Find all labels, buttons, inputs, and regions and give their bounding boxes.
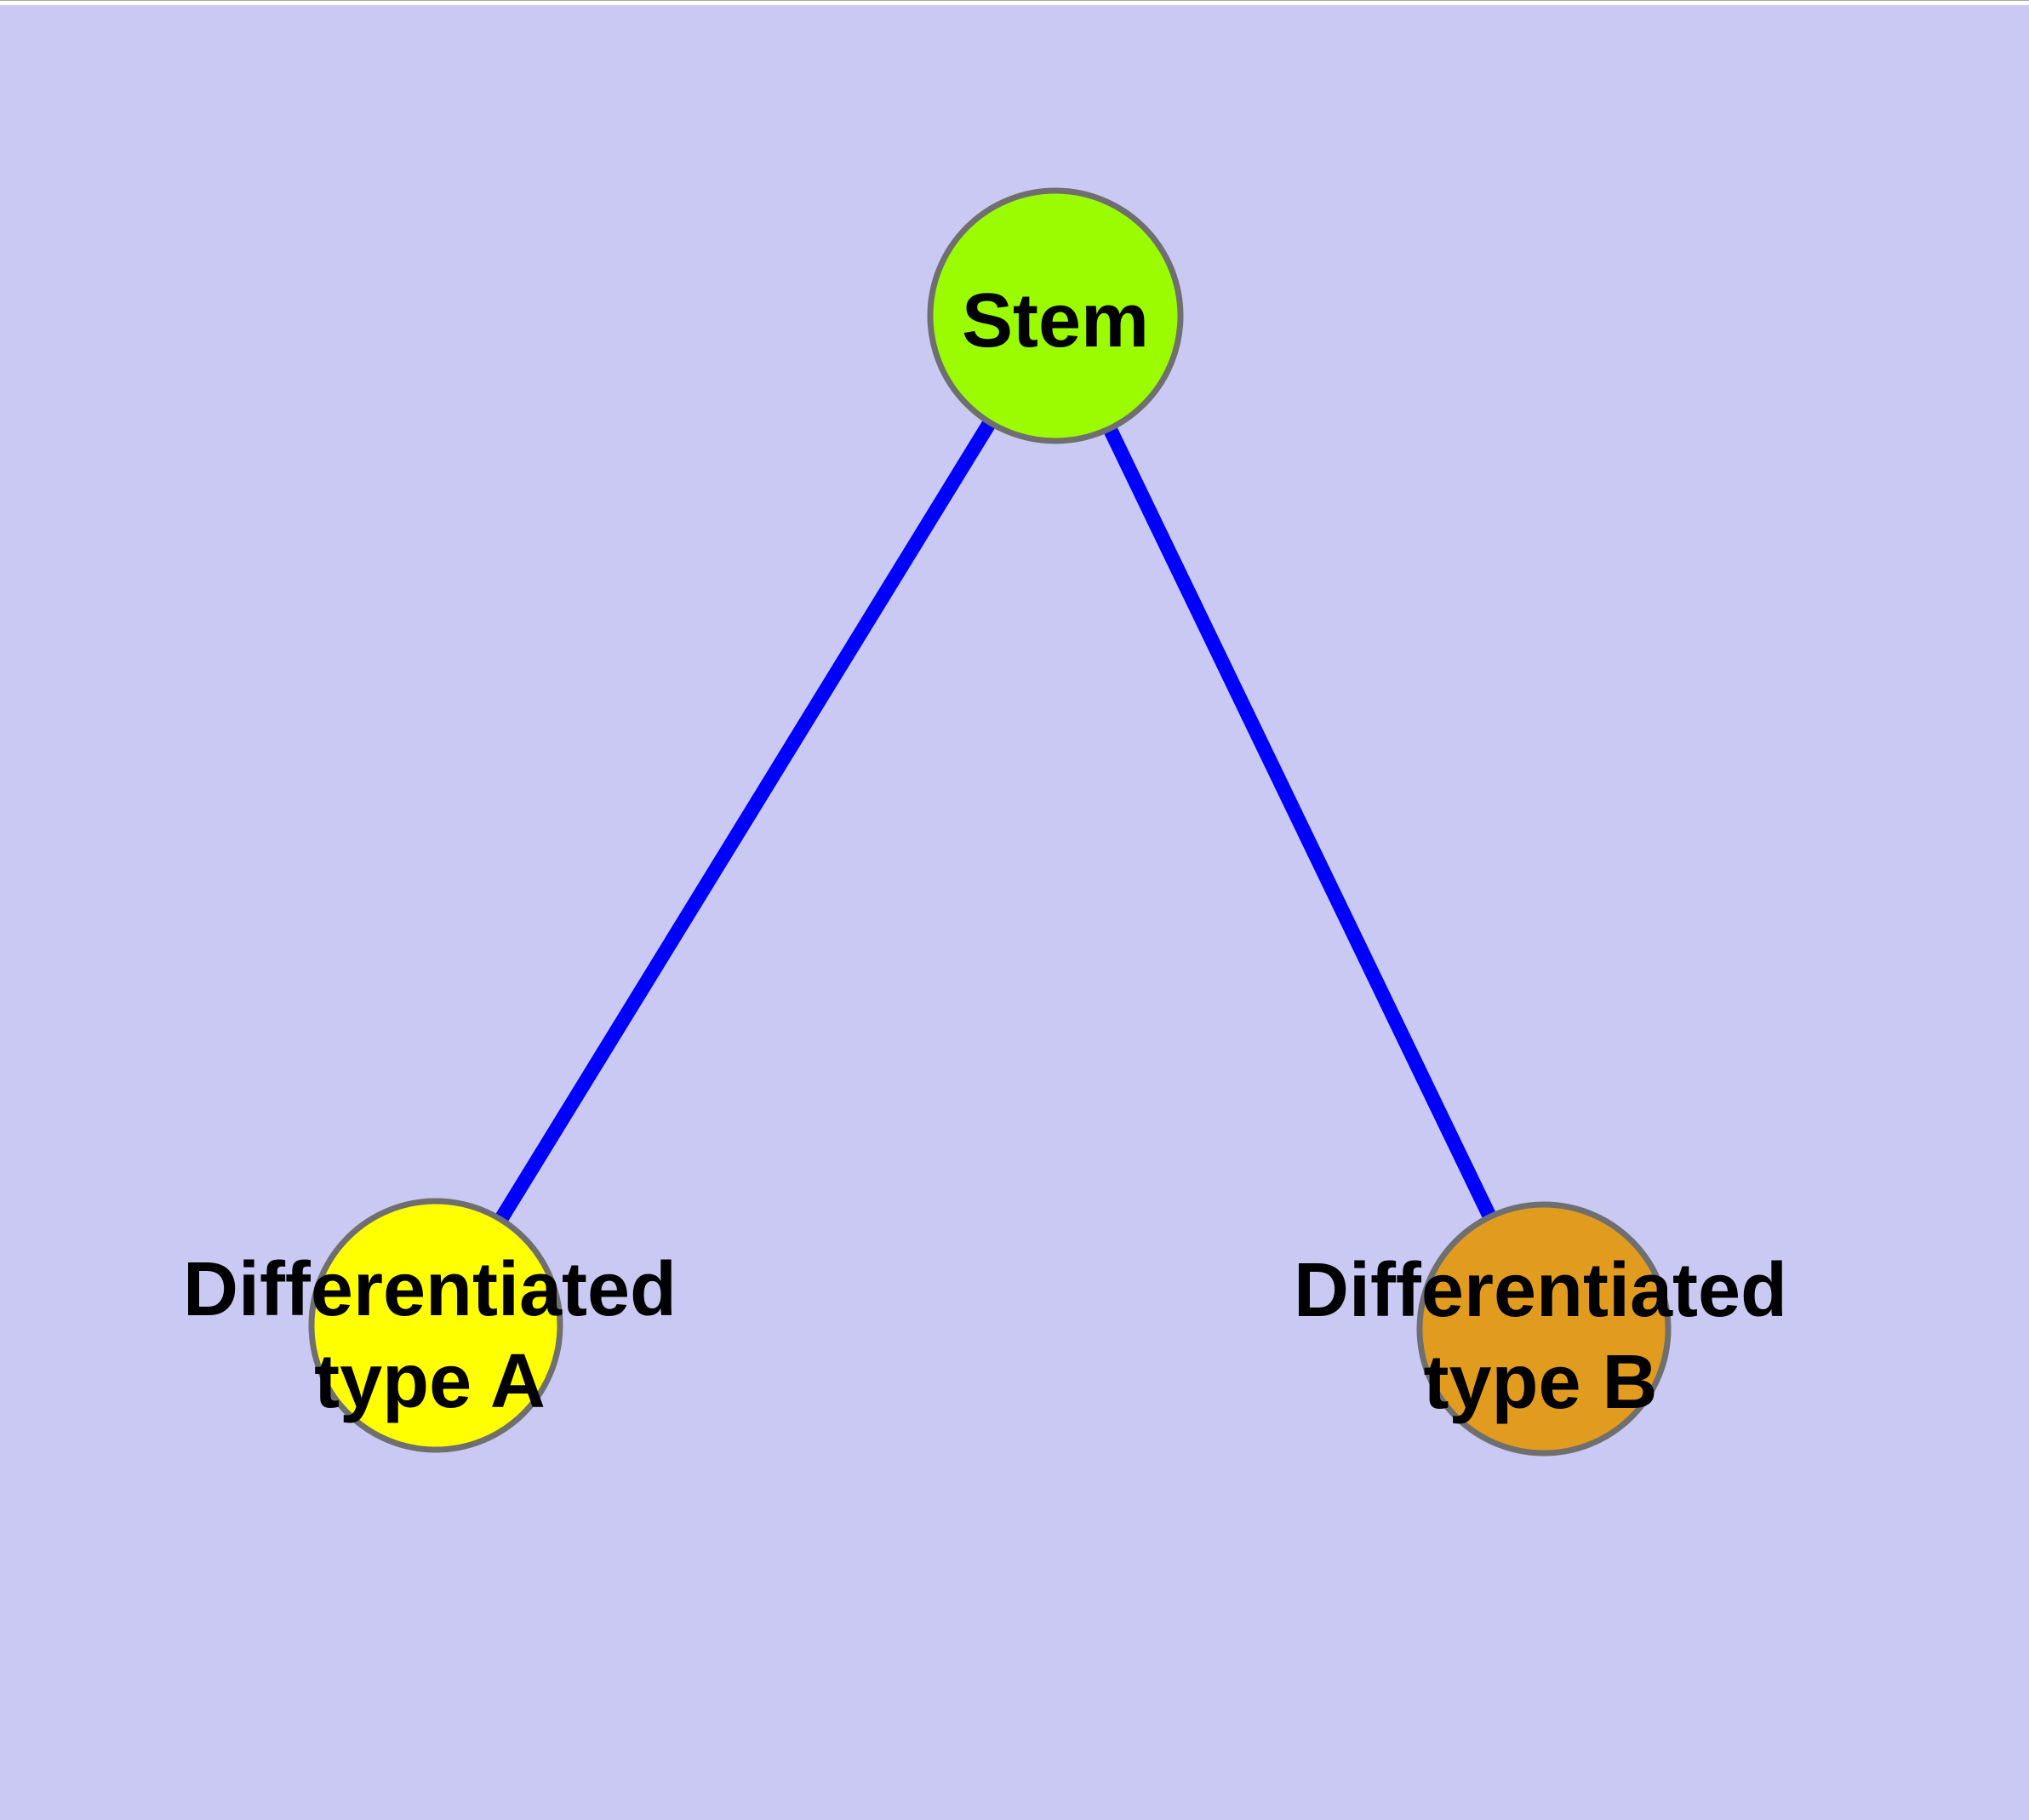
- node-label-differentiated-type-b-line-1: Differentiated: [1294, 1248, 1787, 1333]
- node-label-differentiated-type-a-line-1: Differentiated: [183, 1247, 677, 1332]
- node-label-differentiated-type-b-line-2: type B: [1423, 1340, 1657, 1425]
- node-stem[interactable]: [927, 187, 1184, 444]
- node-label-differentiated-type-a-line-2: type A: [314, 1339, 546, 1424]
- edges-layer: [429, 312, 1551, 1332]
- edge-stem-differentiated-type-b: [1049, 312, 1551, 1332]
- top-window-strip: [0, 1, 2029, 5]
- node-differentiated-type-b[interactable]: [1416, 1201, 1672, 1457]
- node-differentiated-type-a[interactable]: [308, 1198, 563, 1453]
- nodes-layer: [308, 187, 1672, 1457]
- edge-stem-differentiated-type-a: [429, 312, 1062, 1330]
- node-label-stem-line-1: Stem: [962, 278, 1149, 363]
